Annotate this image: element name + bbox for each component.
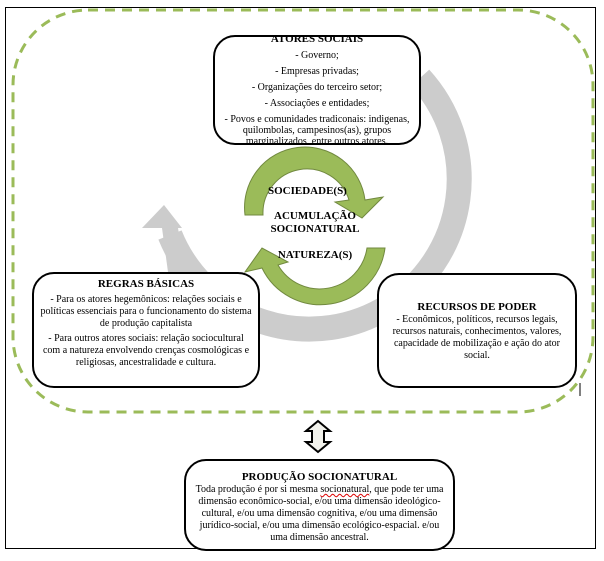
producao-text-after: , que pode ter uma dimensão econômico-so… [198,484,444,543]
label-acumulacao-line2: SOCIONATURAL [270,223,360,235]
atores-sociais-box: ATORES SOCIAIS - Governo; - Empresas pri… [213,35,421,145]
atores-item: - Empresas privadas; [275,66,359,77]
recursos-de-poder-title: RECURSOS DE PODER [417,301,537,313]
producao-socionatural-title: PRODUÇÃO SOCIONATURAL [241,471,398,483]
regras-item: - Para os atores hegemônicos: relações s… [40,294,252,329]
atores-item: - Organizações do terceiro setor; [251,82,383,93]
label-naturezas: NATUREZA(S) [277,249,353,261]
green-arrow-bottom-icon [243,247,386,306]
atores-item: - Povos e comunidades tradiconais: indig… [224,114,410,145]
regras-basicas-title: REGRAS BÁSICAS [97,278,195,290]
recursos-de-poder-text: - Econômicos, políticos, recursos legais… [392,314,562,361]
recursos-de-poder-box: RECURSOS DE PODER - Econômicos, político… [377,273,577,388]
atores-item: - Governo; [295,50,339,61]
green-arrow-top-icon [244,146,385,219]
label-acumulacao: ACUMULAÇÃO SOCIONATURAL [255,210,375,236]
producao-socionatural-text: Toda produção é por si mesma socionatura… [192,484,447,544]
atores-item: - Associações e entidades; [264,98,370,109]
label-acumulacao-line1: ACUMULAÇÃO [274,210,356,222]
dashed-region-border [11,8,595,414]
misspelled-word: socionatural [320,484,370,495]
producao-text-before: Toda produção é por si mesma [195,484,321,495]
double-arrow-connector-icon [303,419,333,454]
atores-sociais-title: ATORES SOCIAIS [270,35,364,45]
regras-item: - Para outros atores sociais: relação so… [42,333,250,368]
label-sociedades: SOCIEDADE(S) [268,185,347,197]
regras-basicas-box: REGRAS BÁSICAS - Para os atores hegemôni… [32,272,260,388]
producao-socionatural-box: PRODUÇÃO SOCIONATURAL Toda produção é po… [184,459,455,551]
